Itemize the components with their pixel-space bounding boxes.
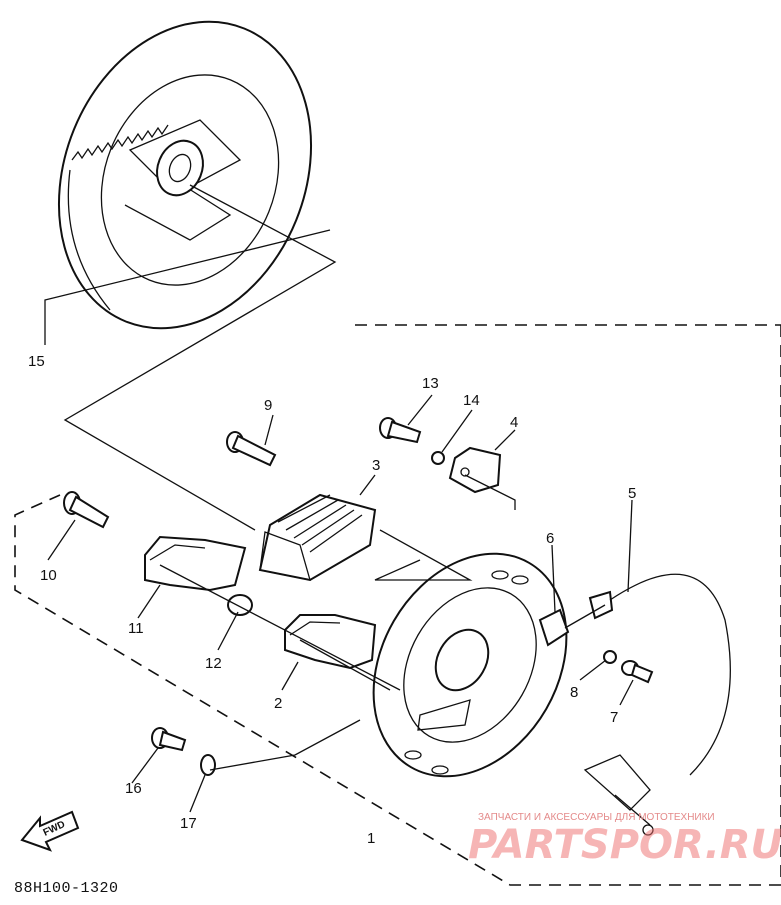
leader-10 (47, 519, 76, 561)
screw-13 (379, 417, 422, 444)
leader-8 (579, 659, 607, 681)
leader-14 (441, 409, 473, 453)
callout-10: 10 (40, 567, 57, 584)
leader-7 (619, 679, 634, 706)
watermark-logo: ЗАПЧАСТИ И АКСЕССУАРЫ ДЛЯ МОТОТЕХНИКИ PA… (468, 812, 781, 868)
leader-2 (281, 661, 299, 691)
callout-11: 11 (128, 620, 144, 637)
flywheel-leader-line (63, 184, 337, 531)
leader-11 (137, 584, 161, 619)
guide-line-2 (299, 639, 391, 691)
stator-base-plate (372, 552, 568, 778)
source-coil (144, 535, 247, 592)
callout-5: 5 (628, 485, 636, 502)
callout-13: 13 (422, 375, 439, 392)
callout-16: 16 (125, 780, 142, 797)
guide-line-3 (374, 529, 473, 581)
watermark-brand: PARTSPOR.RU (468, 822, 781, 868)
callout-15: 15 (28, 353, 45, 370)
callout-17: 17 (180, 815, 197, 832)
diagram-code: 88H100-1320 (14, 880, 119, 897)
collar (227, 594, 253, 616)
leader-15 (44, 229, 331, 345)
leader-5 (627, 499, 633, 593)
leader-3 (359, 474, 376, 496)
screw-10 (63, 491, 110, 529)
screw-16 (151, 727, 187, 752)
leader-17 (189, 774, 206, 813)
flywheel-rotor (57, 20, 313, 330)
leader-6 (551, 544, 556, 613)
leader-16 (131, 747, 159, 784)
watermark-tagline: ЗАПЧАСТИ И АКСЕССУАРЫ ДЛЯ МОТОТЕХНИКИ (478, 812, 715, 823)
callout-6: 6 (546, 530, 554, 547)
leader-4 (494, 429, 516, 451)
guide-line-17 (209, 719, 361, 771)
lighting-coil (284, 614, 377, 670)
screw-9 (226, 431, 277, 467)
callout-12: 12 (205, 655, 222, 672)
callout-8: 8 (570, 684, 578, 701)
leader-9 (264, 414, 274, 446)
washer-8 (603, 650, 617, 664)
screw-7 (621, 660, 654, 684)
guide-line-11 (159, 564, 401, 691)
pulser-coil (448, 446, 502, 494)
assembly-boundary (14, 324, 781, 886)
callout-1: 1 (367, 830, 375, 847)
leader-12 (217, 611, 239, 651)
washer-17 (200, 754, 216, 776)
lead-wire-clamp (538, 608, 570, 647)
lead-wire (564, 573, 731, 836)
guide-line-4 (464, 474, 516, 510)
callout-2: 2 (274, 695, 282, 712)
charge-coil (258, 493, 377, 582)
forward-arrow-icon: FWD (20, 810, 80, 852)
leader-13 (407, 394, 433, 426)
callout-9: 9 (264, 397, 272, 414)
washer-14 (431, 451, 445, 465)
callout-3: 3 (372, 457, 380, 474)
callout-4: 4 (510, 414, 518, 431)
callout-7: 7 (610, 709, 618, 726)
callout-14: 14 (463, 392, 480, 409)
